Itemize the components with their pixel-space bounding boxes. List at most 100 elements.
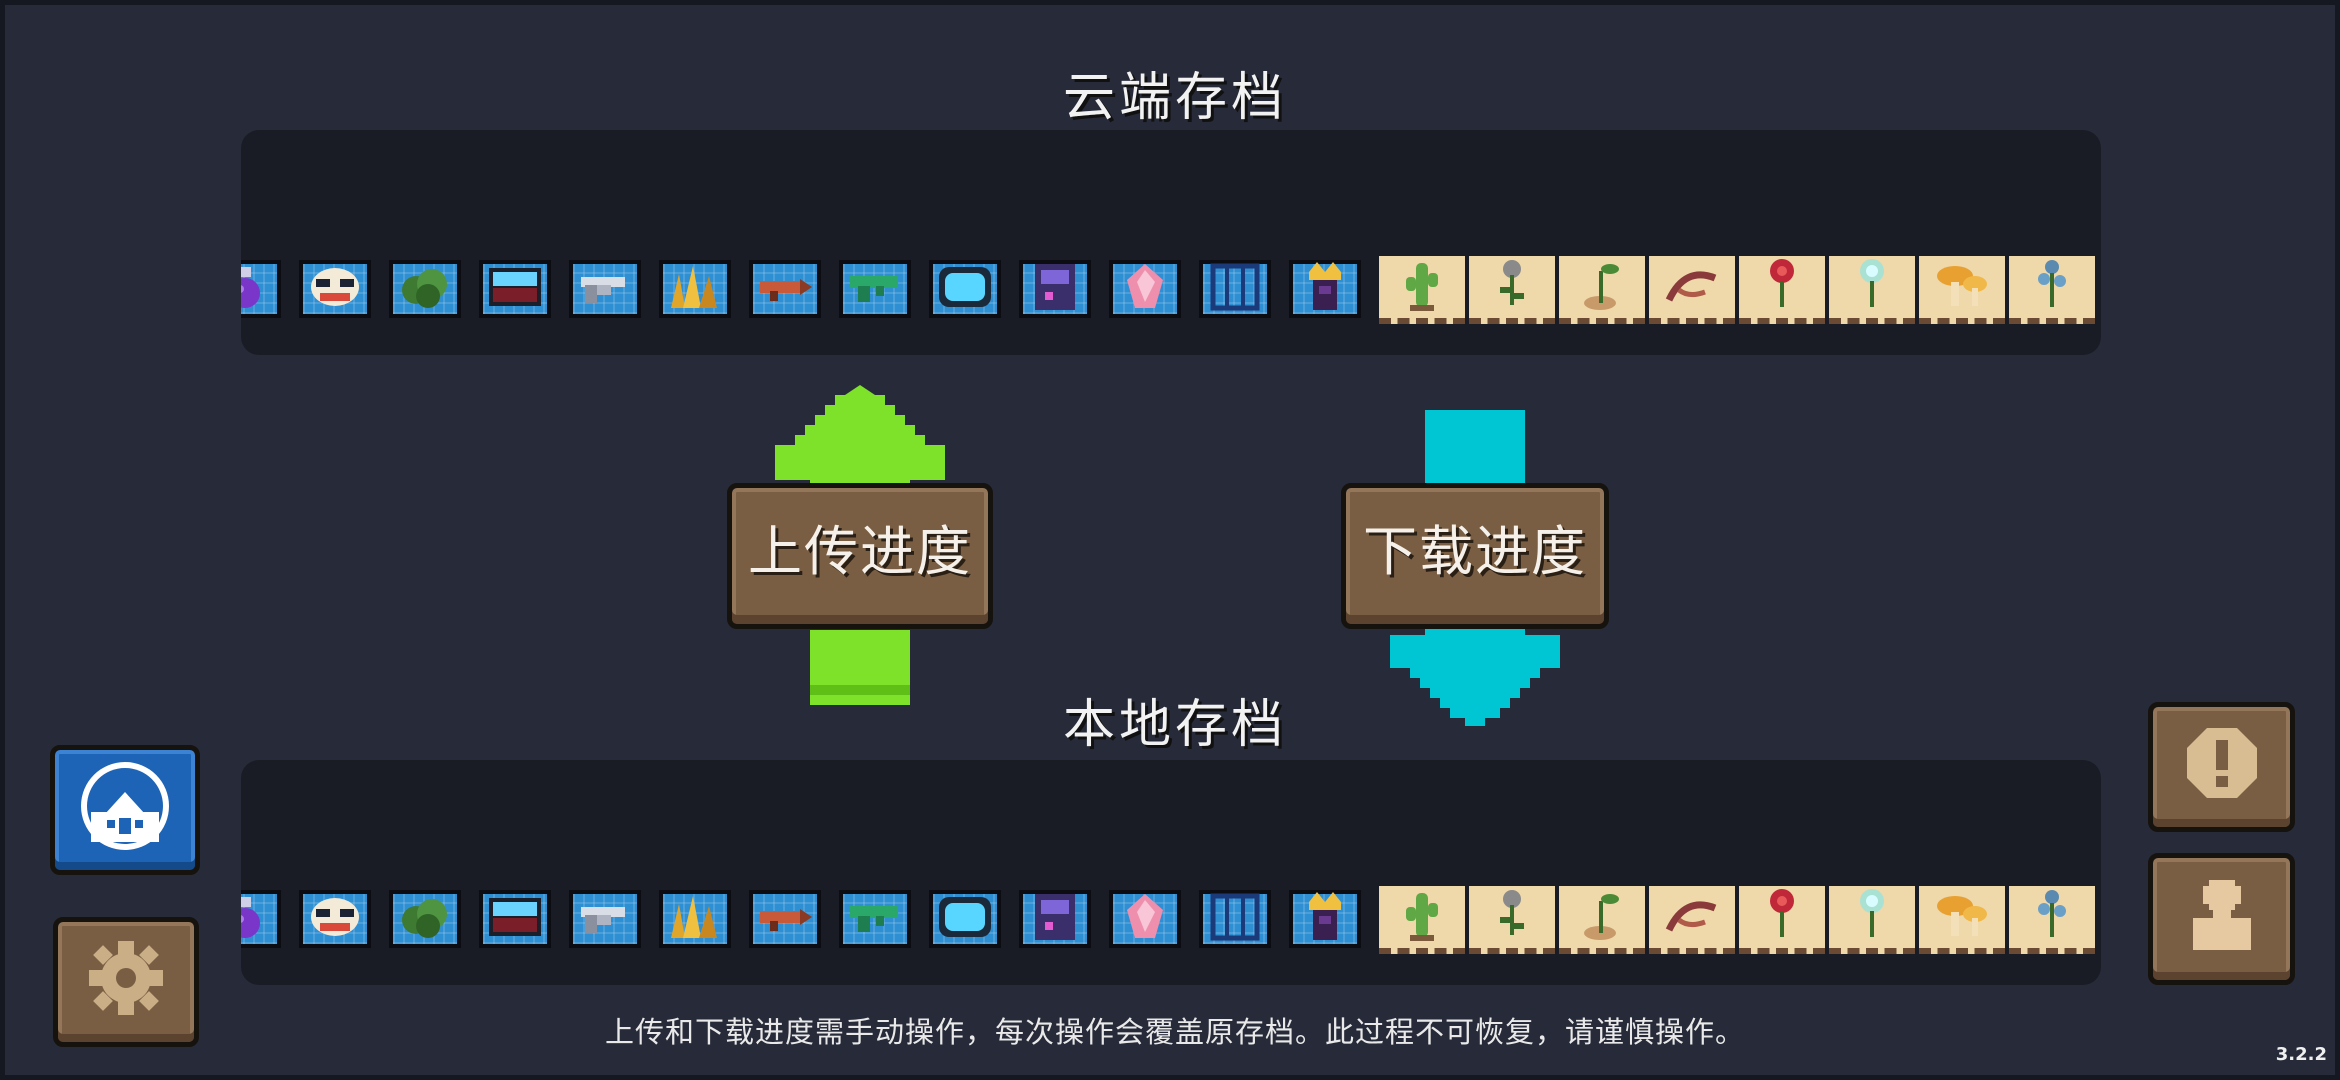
water-tank-icon [487,896,543,942]
item-tile [929,890,1001,948]
account-button[interactable] [2148,853,2295,985]
item-tile [1289,260,1361,318]
crown-statue-icon [1303,890,1347,948]
item-tile [389,260,461,318]
item-tile [839,890,911,948]
revolver-icon [577,899,633,939]
machine-icon [1031,262,1079,316]
glow-flower-plant-icon [1850,257,1894,317]
item-tile [1289,890,1361,948]
glow-flower-plant-icon [1850,887,1894,947]
footer-notice: 上传和下载进度需手动操作，每次操作会覆盖原存档。此过程不可恢复，请谨慎操作。 [604,1015,1745,1049]
download-progress-label: 下载进度 [1363,520,1587,583]
item-tile [1649,886,1735,954]
item-tile [659,260,731,318]
red-flower-plant-icon [1760,887,1804,947]
settings-button[interactable] [53,917,199,1047]
sprout-plant-icon [1580,257,1624,317]
item-tile [241,260,281,318]
item-tile [1199,260,1271,318]
cage-icon [1209,892,1261,946]
item-tile [839,260,911,318]
item-tile [1919,886,2005,954]
item-tile [1919,256,2005,324]
item-tile [569,260,641,318]
portal-icon [937,895,993,943]
blue-flower-plant-icon [2030,257,2074,317]
notice-button[interactable] [2148,702,2295,832]
item-tile [1379,886,1465,954]
item-tile [1019,890,1091,948]
item-tile [1469,886,1555,954]
item-tile [2009,886,2095,954]
item-tile [1109,260,1181,318]
item-tile [749,260,821,318]
upload-progress-label: 上传进度 [748,520,972,583]
upload-progress-button[interactable]: 上传进度 [727,483,993,629]
sprout-plant-icon [1580,887,1624,947]
green-gun-icon [846,268,904,310]
item-tile [1829,886,1915,954]
cloud-save-strip[interactable] [241,130,2101,355]
item-tile [479,260,551,318]
crown-statue-icon [1303,260,1347,318]
rocket-gun-icon [756,899,814,939]
item-tile [1739,256,1825,324]
user-icon [2192,880,2251,950]
bush-icon [398,264,452,314]
local-item-row [241,886,2101,960]
cloud-item-row [241,256,2101,330]
root-plant-icon [1665,260,1719,314]
item-tile [479,890,551,948]
download-progress-button[interactable]: 下载进度 [1341,483,1609,629]
item-tile [929,260,1001,318]
community-button[interactable] [50,745,200,875]
version-label: 3.2.2 [2275,1044,2327,1065]
portal-icon [937,265,993,313]
mushroom-plant-icon [1935,890,1989,944]
item-tile [389,890,461,948]
rocket-gun-icon [756,269,814,309]
crystal-icon [1123,892,1167,946]
machine-icon [1031,892,1079,946]
green-gun-icon [846,898,904,940]
crystal-icon [1123,262,1167,316]
item-tile [1109,890,1181,948]
mask-icon [308,265,362,313]
cactus-plant-icon [1402,257,1442,317]
spikes-icon [667,264,723,314]
item-tile [659,890,731,948]
item-tile [569,890,641,948]
spikes-icon [667,894,723,944]
item-tile [241,890,281,948]
gear-icon [89,941,163,1015]
item-tile [2009,256,2095,324]
local-save-strip[interactable] [241,760,2101,985]
potion-icon [241,895,265,943]
mask-icon [308,895,362,943]
cactus-plant-icon [1402,887,1442,947]
item-tile [1199,890,1271,948]
root-plant-icon [1665,890,1719,944]
item-tile [1559,256,1645,324]
potion-icon [241,265,265,313]
item-tile [1829,256,1915,324]
item-tile [1379,256,1465,324]
item-tile [749,890,821,948]
item-tile [1019,260,1091,318]
item-tile [299,260,371,318]
blue-flower-plant-icon [2030,887,2074,947]
community-logo-icon [81,762,169,850]
item-tile [1559,886,1645,954]
dandelion-plant-icon [1492,257,1532,317]
bush-icon [398,894,452,944]
red-flower-plant-icon [1760,257,1804,317]
item-tile [299,890,371,948]
item-tile [1469,256,1555,324]
cloud-save-title: 云端存档 [1062,68,1287,128]
local-save-title: 本地存档 [1062,695,1287,755]
revolver-icon [577,269,633,309]
dandelion-plant-icon [1492,887,1532,947]
water-tank-icon [487,266,543,312]
mushroom-plant-icon [1935,260,1989,314]
